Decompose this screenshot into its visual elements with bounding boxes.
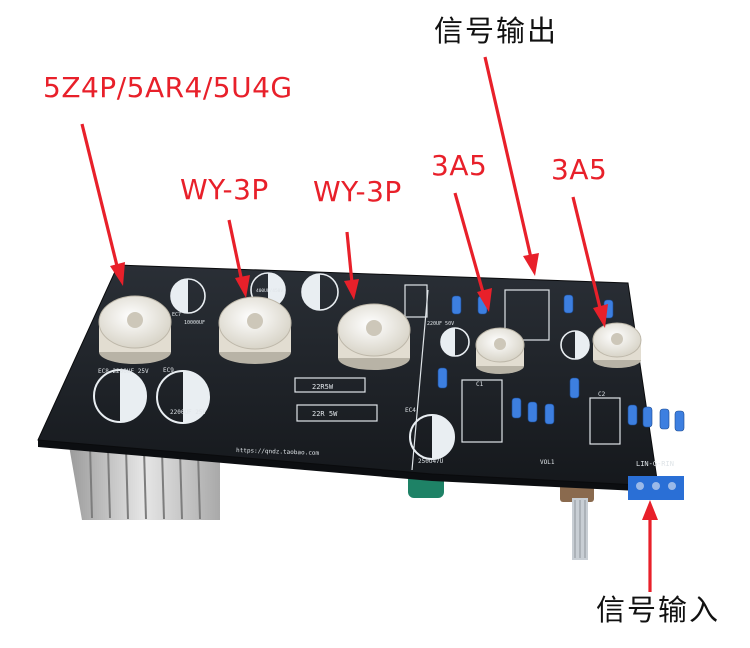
heat-sink [68, 440, 220, 520]
label-signal-output: 信号输出 [434, 14, 559, 48]
label-rectifier-tube: 5Z4P/5AR4/5U4G [43, 71, 293, 104]
label-wy3p-right: WY-3P [313, 175, 402, 208]
silk-ec8: EC8 2200UF 25V [98, 368, 149, 375]
annotation-arrows [80, 56, 658, 592]
label-wy3p-left: WY-3P [180, 173, 269, 206]
tube-socket-wy3p-left [218, 296, 292, 364]
silk-ec7-val: 10000UF [184, 320, 205, 326]
silk-ec9-val: 2200UF 25V [170, 409, 207, 416]
silk-22r5w-top: 22R5W [312, 383, 334, 391]
capacitor-footprints [93, 272, 590, 460]
silk-ec4-val: 250U47U [418, 458, 444, 465]
silk-url: https://qndz.taobao.com [236, 447, 320, 457]
silk-c2: C2 [598, 391, 606, 398]
silk-vol: VOL1 [540, 459, 555, 466]
tube-socket-3a5-right [592, 322, 642, 368]
pcb-edge [38, 440, 658, 492]
silk-ec9: EC9 [163, 367, 174, 374]
screw-terminal [628, 476, 684, 500]
tube-socket-5z4p [98, 295, 172, 364]
silk-terminal: LIN-G-RIN [636, 460, 674, 468]
silk-ec7: EC7 [172, 312, 181, 318]
silk-22r5w-bot: 22R 5W [312, 410, 338, 418]
pcb-board [37, 264, 659, 487]
label-3a5-right: 3A5 [551, 153, 608, 186]
tube-socket-3a5-left [475, 327, 525, 374]
tube-socket-wy3p-right [337, 303, 411, 370]
silk-220uf: 220UF 50V [427, 321, 454, 327]
silk-ec4: EC4 [405, 407, 416, 414]
label-3a5-left: 3A5 [431, 149, 488, 182]
silkscreen-outlines [294, 284, 621, 471]
label-signal-input: 信号输入 [596, 593, 721, 627]
silk-400uf: 400UF/450V [256, 288, 283, 294]
silk-c1: C1 [476, 381, 484, 388]
